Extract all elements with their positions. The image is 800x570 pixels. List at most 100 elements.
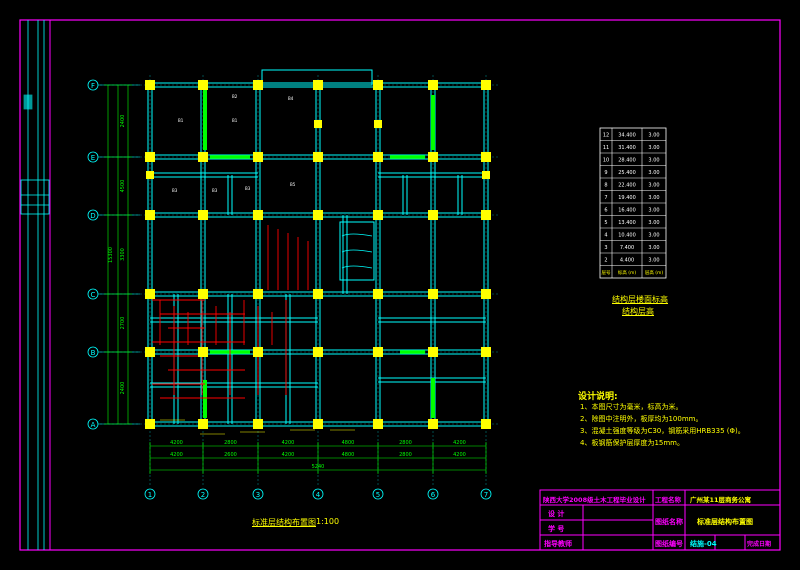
dim-text-col: 4200 bbox=[453, 440, 466, 446]
note-line-3: 3、混凝土强度等级为C30，钢筋采用HRB335 (Φ)。 bbox=[580, 427, 745, 435]
table-floor-number: 3 bbox=[604, 245, 607, 251]
table-height: 3.00 bbox=[648, 158, 659, 164]
table-height: 3.00 bbox=[648, 170, 659, 176]
axis-label-row: F bbox=[91, 82, 95, 90]
dim-text-col: 4200 bbox=[170, 440, 183, 446]
column bbox=[313, 152, 323, 162]
column bbox=[145, 289, 155, 299]
plan-title: 标准层结构布置图 bbox=[252, 518, 316, 527]
column bbox=[428, 80, 438, 90]
table-floor-number: 2 bbox=[604, 258, 607, 264]
stair-curve bbox=[341, 249, 373, 253]
plan-scale: 1:100 bbox=[316, 517, 340, 526]
column bbox=[253, 80, 263, 90]
column bbox=[373, 152, 383, 162]
column bbox=[374, 120, 382, 128]
drawing-frame bbox=[19, 19, 781, 551]
dim-text-row: 2700 bbox=[120, 317, 126, 330]
table-height: 3.00 bbox=[648, 208, 659, 214]
axis-bubble-col bbox=[252, 488, 264, 500]
table-height: 3.00 bbox=[648, 220, 659, 226]
column bbox=[481, 210, 491, 220]
axis-label-row: B bbox=[91, 349, 96, 357]
dim-text-col: 2800 bbox=[399, 440, 412, 446]
column bbox=[145, 210, 155, 220]
dim-text-row: 3300 bbox=[120, 248, 126, 261]
axis-bubble-col bbox=[312, 488, 324, 500]
note-line-2: 2、除图中注明外，板厚均为100mm。 bbox=[580, 415, 703, 423]
table-floor-number: 7 bbox=[604, 195, 607, 201]
column bbox=[145, 80, 155, 90]
binding-strip bbox=[20, 20, 50, 550]
tb-drawing-no-label: 图纸编号 bbox=[655, 540, 683, 548]
tb-project-name: 广州某11层商务公寓 bbox=[690, 496, 752, 504]
axis-label-row: C bbox=[91, 291, 96, 299]
tb-project-label: 工程名称 bbox=[655, 496, 681, 504]
table-elevation: 7.400 bbox=[620, 245, 634, 251]
column bbox=[428, 347, 438, 357]
column bbox=[482, 171, 490, 179]
table-elevation: 19.400 bbox=[618, 195, 636, 201]
dim-text-col-inner: 4200 bbox=[453, 452, 466, 458]
table-header-height: 层高 (m) bbox=[645, 269, 664, 276]
column bbox=[253, 152, 263, 162]
column bbox=[253, 210, 263, 220]
slab-label: B2 bbox=[232, 94, 238, 99]
table-floor-number: 5 bbox=[604, 220, 607, 226]
column bbox=[145, 152, 155, 162]
column bbox=[198, 289, 208, 299]
stair-curve bbox=[341, 233, 373, 237]
note-line-1: 1、本图尺寸为毫米，标高为米。 bbox=[580, 403, 683, 411]
tb-advisor: 指导教师 bbox=[544, 540, 572, 548]
tb-drawing-no: 结施-04 bbox=[690, 540, 717, 548]
axis-label-col: 2 bbox=[201, 491, 205, 499]
table-floor-number: 8 bbox=[604, 183, 607, 189]
column bbox=[313, 289, 323, 299]
dim-text-col-inner: 2800 bbox=[399, 452, 412, 458]
column bbox=[198, 152, 208, 162]
dim-text-total-height: 15300 bbox=[108, 247, 114, 263]
column bbox=[481, 80, 491, 90]
column bbox=[313, 419, 323, 429]
tb-design: 设 计 bbox=[548, 510, 565, 518]
slab-label: B4 bbox=[288, 96, 294, 101]
dim-text-row: 2400 bbox=[120, 115, 126, 128]
column bbox=[145, 347, 155, 357]
axis-label-col: 4 bbox=[316, 491, 321, 499]
table-elevation: 28.400 bbox=[618, 158, 636, 164]
axis-bubble-col bbox=[480, 488, 492, 500]
table-elevation: 13.400 bbox=[618, 220, 636, 226]
table-height: 3.00 bbox=[648, 258, 659, 264]
column bbox=[253, 347, 263, 357]
table-height: 3.00 bbox=[648, 233, 659, 239]
dim-text-col: 2800 bbox=[224, 440, 237, 446]
axis-bubble-col bbox=[144, 488, 156, 500]
axis-label-row: A bbox=[91, 421, 96, 429]
table-floor-number: 4 bbox=[604, 233, 607, 239]
axis-label-col: 6 bbox=[431, 491, 436, 499]
column bbox=[428, 152, 438, 162]
table-elevation: 16.400 bbox=[618, 208, 636, 214]
column bbox=[373, 347, 383, 357]
slab-label: B3 bbox=[245, 186, 251, 191]
column bbox=[198, 210, 208, 220]
table-elevation: 4.400 bbox=[620, 258, 634, 264]
slab-label: B3 bbox=[172, 188, 178, 193]
note-line-4: 4、板钢筋保护层厚度为15mm。 bbox=[580, 439, 684, 447]
tb-school: 陕西大学2008级土木工程毕业设计 bbox=[543, 496, 646, 504]
axis-label-col: 3 bbox=[256, 491, 260, 499]
dim-text-col-inner: 4200 bbox=[282, 452, 295, 458]
column bbox=[481, 419, 491, 429]
axis-label-col: 5 bbox=[376, 491, 380, 499]
dim-text-col-inner: 4200 bbox=[170, 452, 183, 458]
table-caption-1: 结构层楼面标高 bbox=[612, 295, 668, 304]
dim-text-total-width: 5240 bbox=[312, 464, 325, 470]
slab-label: B3 bbox=[212, 188, 218, 193]
column bbox=[198, 80, 208, 90]
dim-text-col-inner: 2600 bbox=[224, 452, 237, 458]
column bbox=[313, 210, 323, 220]
column bbox=[198, 347, 208, 357]
axis-label-row: E bbox=[91, 154, 95, 162]
